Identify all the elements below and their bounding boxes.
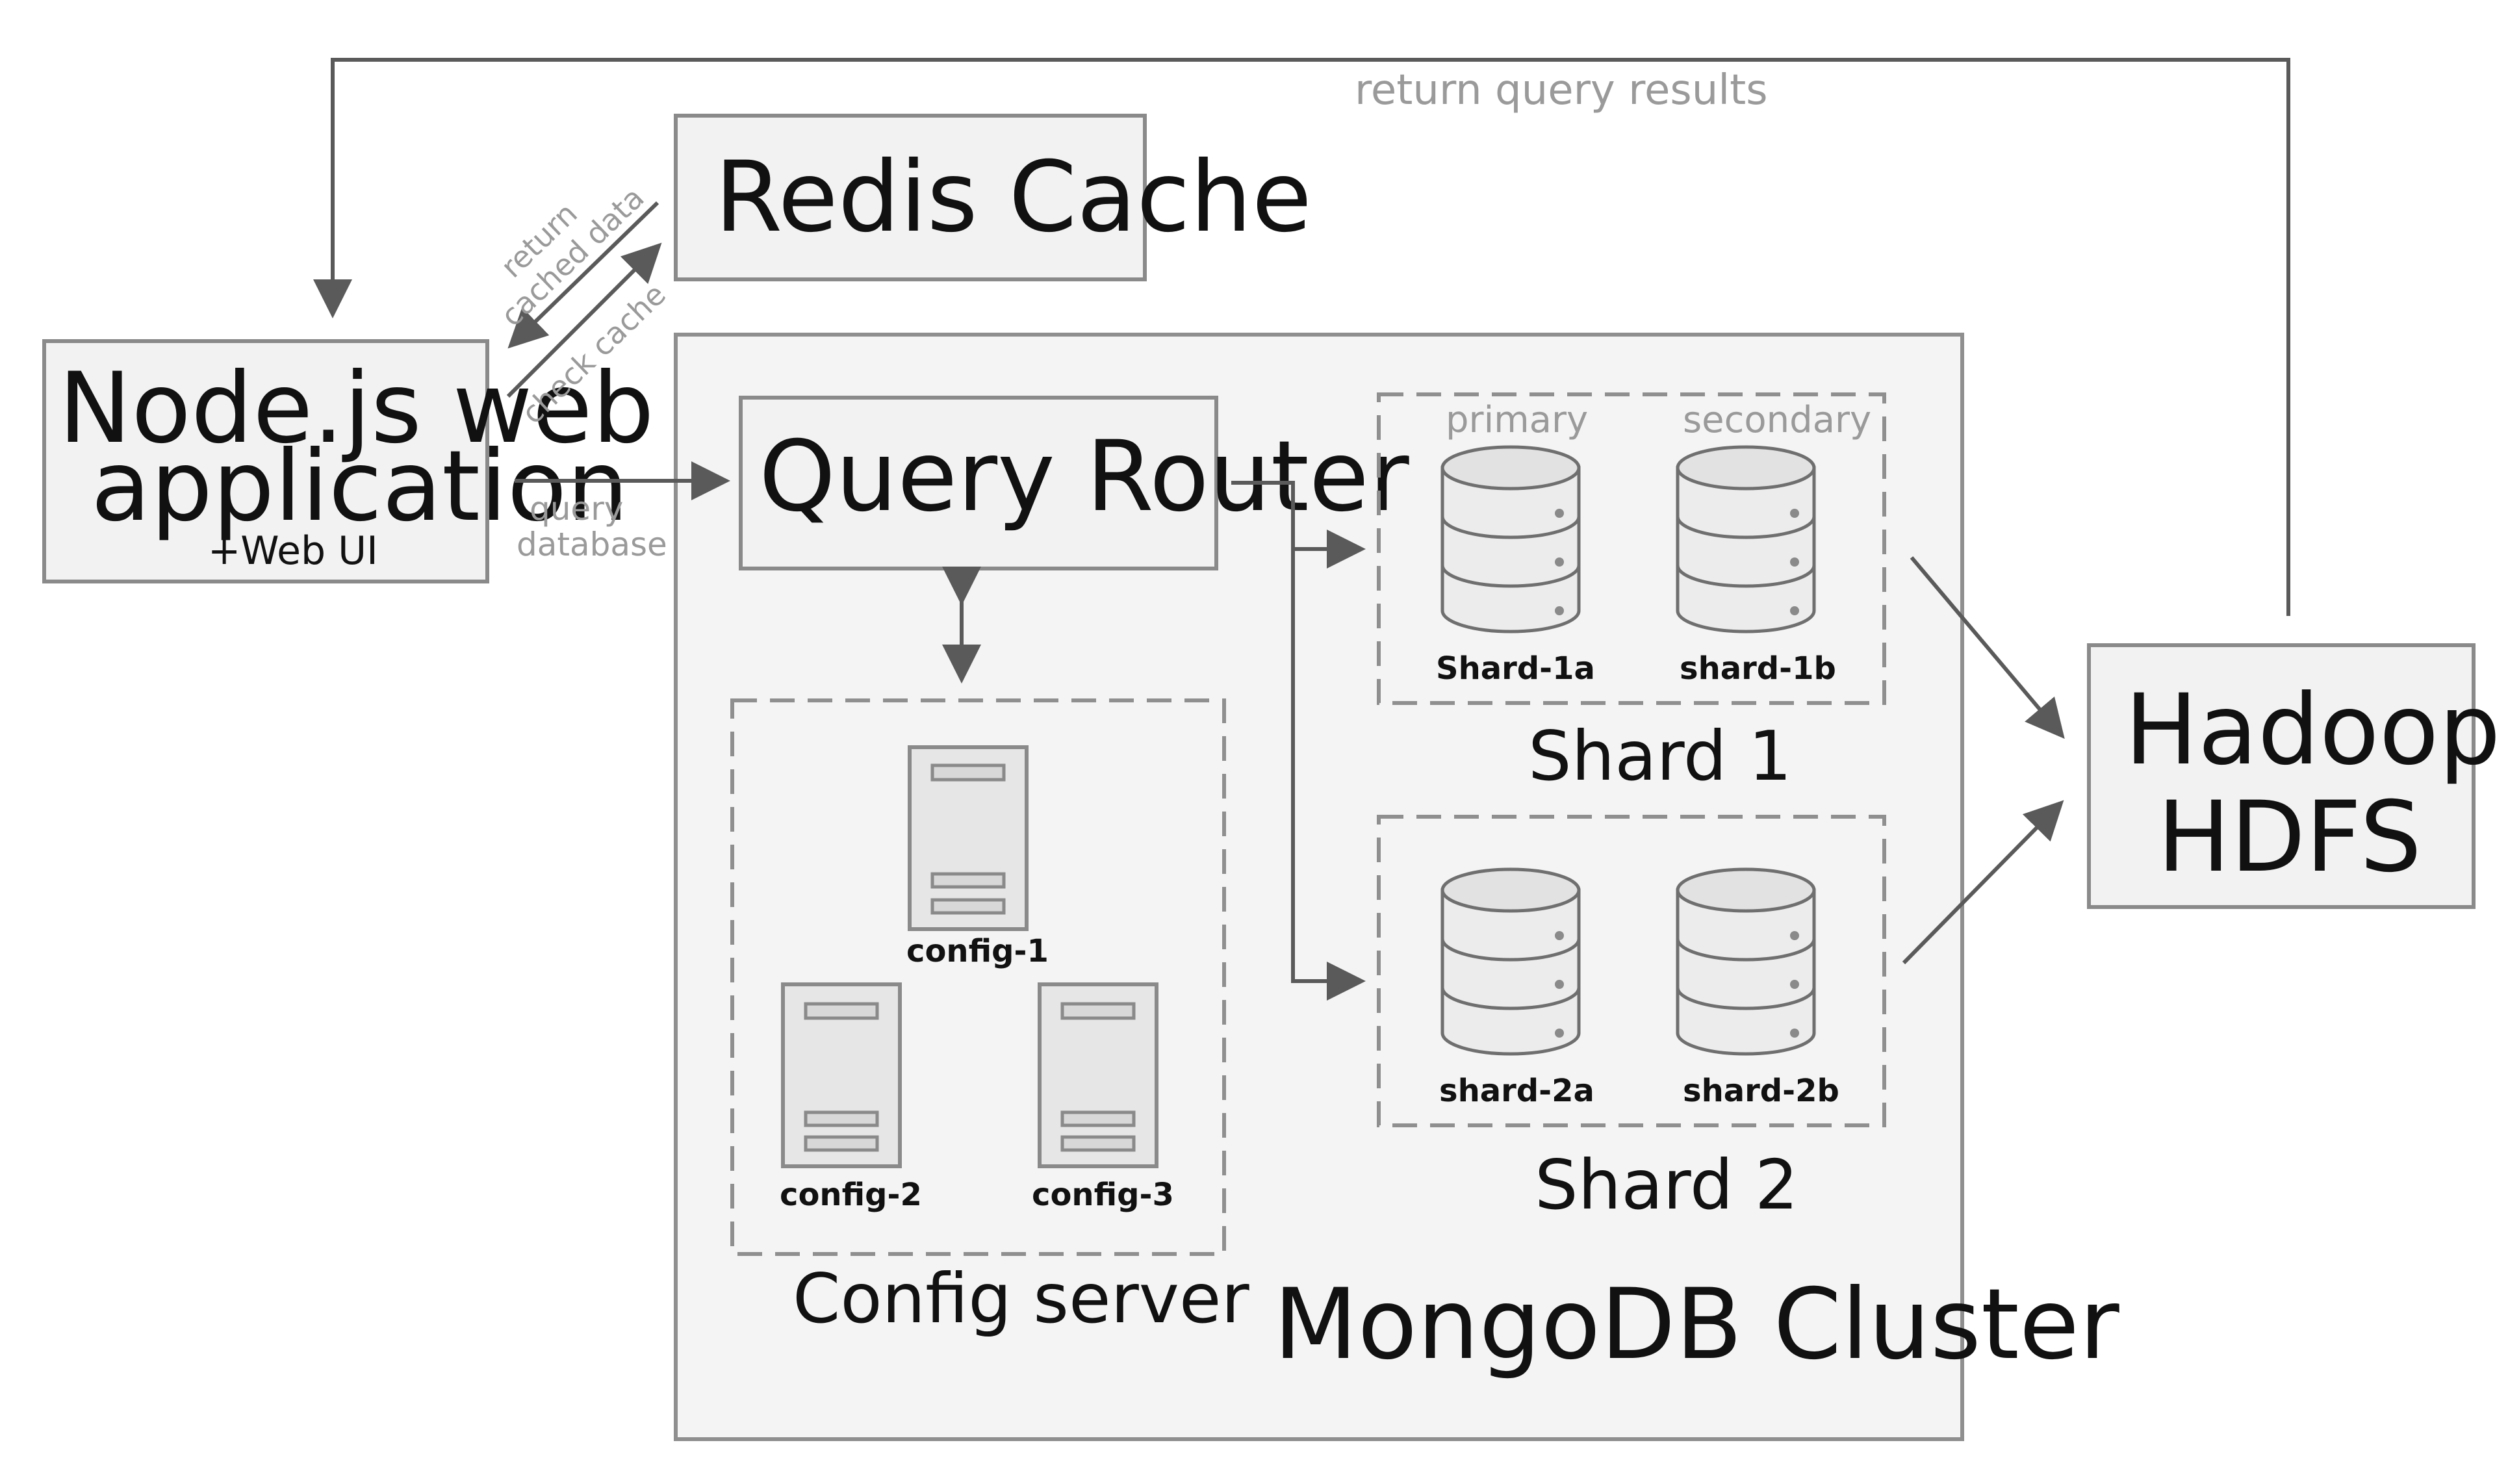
edge-shard-1-hadoop <box>1910 556 2065 739</box>
shard-2a-database-icon <box>1440 867 1581 1056</box>
hadoop-box <box>2087 643 2476 909</box>
shard-2a-label: shard-2a <box>1439 1073 1594 1109</box>
shard-1-label: Shard 1 <box>1528 717 1792 796</box>
config-3-label: config-3 <box>1032 1177 1174 1213</box>
shard-2-label: Shard 2 <box>1535 1145 1798 1225</box>
config-server-group <box>730 698 1226 1256</box>
edge-return-query-results <box>313 58 2290 616</box>
edge-return-query-results-label: return query results <box>1355 66 1768 114</box>
config-server-2 <box>781 982 902 1168</box>
shard-1b-database-icon <box>1676 445 1816 633</box>
shard-1b-label: shard-1b <box>1680 650 1836 687</box>
shard-2b-database-icon <box>1676 867 1816 1056</box>
edge-check-cache <box>506 242 662 398</box>
edge-router-shard-1 <box>1231 481 1366 569</box>
shard-2-group <box>1377 815 1886 1127</box>
web-app-title-line2: application <box>91 430 628 543</box>
hadoop-label-line2: HDFS <box>2157 781 2422 894</box>
config-2-label: config-2 <box>780 1177 922 1213</box>
hadoop-label-line1: Hadoop <box>2125 674 2501 787</box>
config-server-3 <box>1038 982 1158 1168</box>
query-router-box <box>739 396 1218 570</box>
shard-1a-database-icon <box>1440 445 1581 633</box>
shard-2b-label: shard-2b <box>1683 1073 1839 1109</box>
redis-cache-label: Redis Cache <box>715 141 1312 254</box>
redis-cache-box <box>674 114 1147 281</box>
edge-query-label-line2: database <box>517 526 667 563</box>
query-router-label: Query Router <box>759 420 1409 533</box>
shard-1-primary-role: primary <box>1446 399 1588 441</box>
shard-1a-label: Shard-1a <box>1436 650 1595 687</box>
config-server-label: Config server <box>793 1259 1249 1338</box>
web-app-box <box>42 339 489 583</box>
edge-shard-2-hadoop <box>1902 800 2064 965</box>
shard-1-secondary-role: secondary <box>1683 399 1871 441</box>
config-server-1 <box>908 745 1029 931</box>
mongodb-cluster-label: MongoDB Cluster <box>1273 1268 2119 1381</box>
config-1-label: config-1 <box>906 933 1049 969</box>
web-app-title-line1: Node.js web <box>58 352 654 465</box>
edge-query-label-line1: query <box>530 490 623 528</box>
edge-router-shard-2 <box>1291 549 1366 1001</box>
edge-return-cached-data <box>507 201 659 349</box>
shard-1-group <box>1377 392 1886 705</box>
web-app-subtitle: +Web UI <box>208 528 378 574</box>
